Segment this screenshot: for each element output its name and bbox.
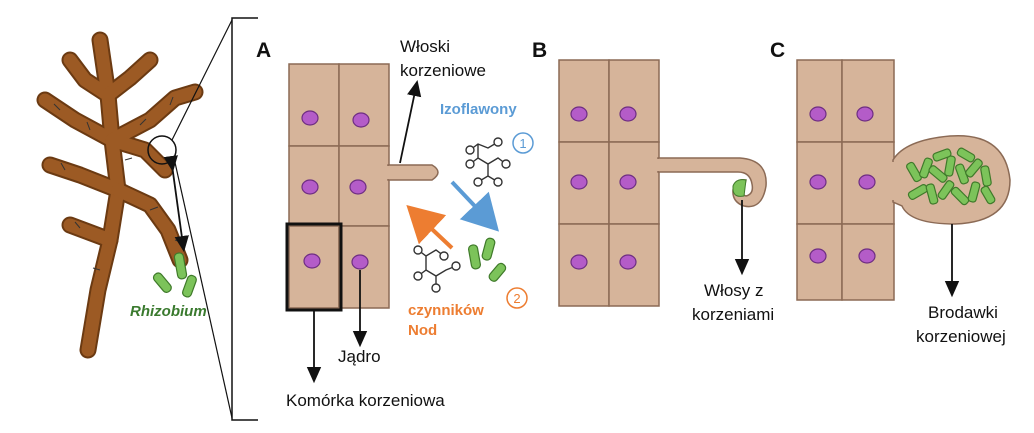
isoflavones-label: Izoflawony xyxy=(440,101,517,118)
step-2-number: 2 xyxy=(513,291,520,306)
nodule-label-line2: korzeniowej xyxy=(916,327,1006,346)
step-1-badge xyxy=(512,132,534,154)
rhizobium-bacteria xyxy=(152,252,197,298)
nod-factors-label-line1: czynników xyxy=(408,302,484,319)
nod-factors-label-line2: Nod xyxy=(408,322,437,339)
root-cell-label: Komórka korzeniowa xyxy=(286,391,445,410)
nodule-label-line1: Brodawki xyxy=(928,303,998,322)
rhizobium-label: Rhizobium xyxy=(130,303,207,320)
panel-c-letter: C xyxy=(770,39,785,62)
root-hairs-label-line1: Włoski xyxy=(400,37,450,56)
zoom-bracket xyxy=(231,17,258,421)
panel-a-cells xyxy=(285,63,439,312)
nodule-bacteria-cluster xyxy=(906,147,996,206)
panel-b-cells xyxy=(558,59,767,307)
panel-b-letter: B xyxy=(532,39,547,62)
panel-a-letter: A xyxy=(256,39,271,62)
root-hair-pointer xyxy=(399,79,422,164)
isoflavone-molecule-icon xyxy=(465,137,511,187)
isoflavone-arrow xyxy=(450,180,500,232)
nod-factor-molecule-icon xyxy=(413,245,461,293)
panel-c-cells xyxy=(796,59,1011,301)
nod-factor-arrow xyxy=(406,205,454,250)
step-2-badge xyxy=(506,287,528,309)
curled-hair-label-line1: Włosy z xyxy=(704,281,764,300)
magnifier xyxy=(147,19,233,419)
panel-a-bacteria xyxy=(468,237,507,282)
nucleus-label: Jądro xyxy=(338,347,381,366)
root-hairs-label-line2: korzeniowe xyxy=(400,61,486,80)
curled-hair-label-line2: korzeniami xyxy=(692,305,774,324)
step-1-number: 1 xyxy=(519,136,526,151)
